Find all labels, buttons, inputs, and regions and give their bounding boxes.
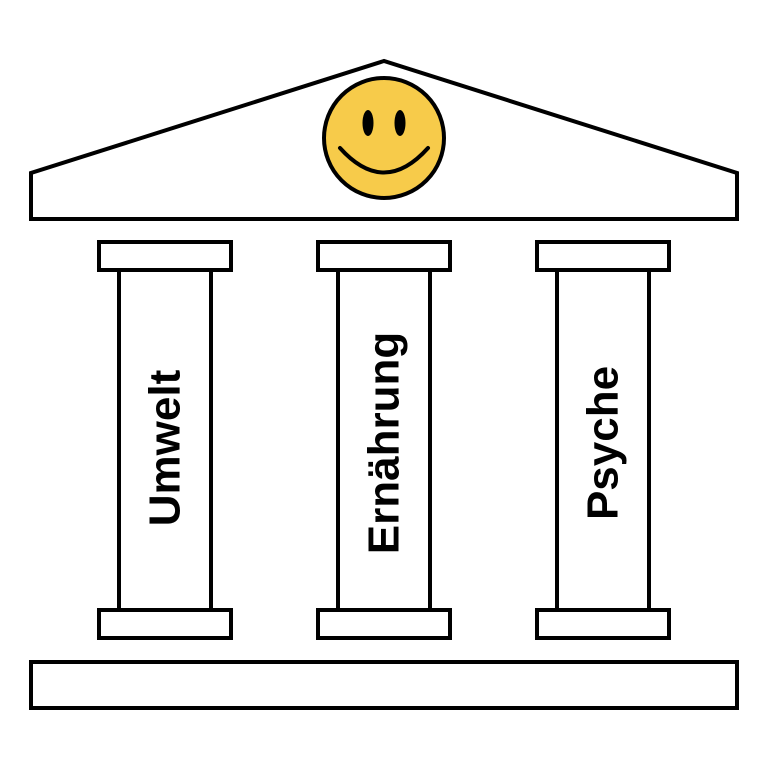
smiley-left-eye (362, 110, 374, 136)
temple-foundation (29, 660, 739, 710)
pillar-ernaehrung: Ernährung (316, 240, 452, 640)
pillar-psyche: Psyche (535, 240, 671, 640)
pillar-shaft (117, 268, 213, 612)
pillar-umwelt: Umwelt (97, 240, 233, 640)
pillar-base (316, 608, 452, 640)
pillar-base (97, 608, 233, 640)
pillar-label-umwelt: Umwelt (141, 369, 190, 526)
smiley-face-circle (322, 76, 446, 200)
smiley-mouth (338, 146, 430, 175)
pillar-shaft (555, 268, 651, 612)
pillar-shaft (336, 268, 432, 612)
smiley-face-icon (322, 76, 446, 200)
pillar-base (535, 608, 671, 640)
pillar-capital (535, 240, 671, 272)
pillar-capital (316, 240, 452, 272)
pillar-capital (97, 240, 233, 272)
pillar-label-psyche: Psyche (579, 366, 628, 520)
pillar-label-ernaehrung: Ernährung (360, 332, 409, 554)
smiley-right-eye (394, 110, 406, 136)
